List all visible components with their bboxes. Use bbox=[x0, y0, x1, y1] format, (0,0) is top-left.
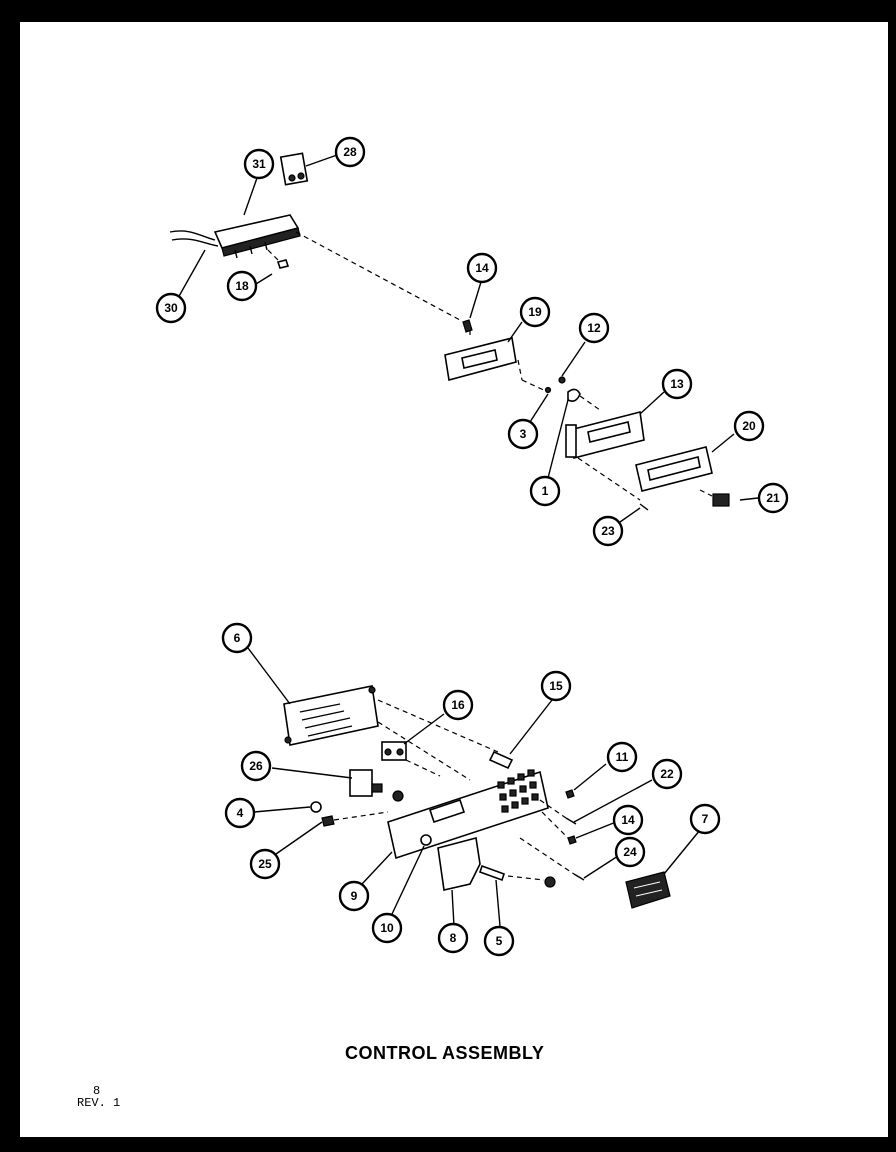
svg-text:26: 26 bbox=[249, 759, 263, 773]
callout-12: 12 bbox=[578, 312, 610, 344]
bracket-part bbox=[444, 337, 517, 382]
nut-part bbox=[392, 790, 404, 802]
circuit-board-part bbox=[283, 685, 379, 746]
svg-text:9: 9 bbox=[351, 889, 358, 903]
callout-18: 18 bbox=[226, 270, 258, 302]
svg-text:24: 24 bbox=[623, 845, 637, 859]
mount-bracket-part bbox=[437, 837, 481, 891]
callout-21: 21 bbox=[757, 482, 789, 514]
leader-lines bbox=[177, 154, 759, 927]
svg-text:30: 30 bbox=[164, 301, 178, 315]
shaft-part bbox=[478, 864, 506, 882]
relay-part bbox=[381, 741, 407, 761]
screw-part bbox=[565, 817, 577, 825]
callout-6: 6 bbox=[221, 622, 253, 654]
svg-text:10: 10 bbox=[380, 921, 394, 935]
svg-text:1: 1 bbox=[542, 484, 549, 498]
svg-text:7: 7 bbox=[702, 812, 709, 826]
callout-14-lower: 14 bbox=[612, 804, 644, 836]
screw-part bbox=[462, 319, 473, 333]
callout-4: 4 bbox=[224, 797, 256, 829]
callout-28: 28 bbox=[334, 136, 366, 168]
svg-text:16: 16 bbox=[451, 698, 465, 712]
nut-part bbox=[544, 876, 556, 888]
screw-part bbox=[639, 503, 649, 511]
terminal-block-part bbox=[169, 214, 301, 259]
svg-text:12: 12 bbox=[587, 321, 601, 335]
callout-20: 20 bbox=[733, 410, 765, 442]
svg-text:15: 15 bbox=[549, 679, 563, 693]
callout-24: 24 bbox=[614, 836, 646, 868]
svg-text:5: 5 bbox=[496, 934, 503, 948]
label-plate-part bbox=[625, 871, 671, 909]
svg-text:21: 21 bbox=[766, 491, 780, 505]
panel-part bbox=[565, 411, 645, 459]
connector-part bbox=[279, 152, 309, 186]
callout-11: 11 bbox=[606, 741, 638, 773]
diagram-title: CONTROL ASSEMBLY bbox=[345, 1043, 545, 1063]
callout-26: 26 bbox=[240, 750, 272, 782]
svg-text:11: 11 bbox=[616, 750, 629, 764]
svg-text:8: 8 bbox=[450, 931, 457, 945]
callout-31: 31 bbox=[243, 148, 275, 180]
svg-text:14: 14 bbox=[475, 261, 489, 275]
screw-part bbox=[567, 835, 577, 845]
washer-part bbox=[310, 801, 322, 813]
svg-text:3: 3 bbox=[520, 427, 527, 441]
page-number: 8 bbox=[93, 1084, 101, 1098]
svg-text:28: 28 bbox=[343, 145, 357, 159]
revision-label: REV. 1 bbox=[77, 1096, 121, 1110]
callout-13: 13 bbox=[661, 368, 693, 400]
callout-1: 1 bbox=[529, 475, 561, 507]
switch-part bbox=[349, 769, 383, 797]
callout-16: 16 bbox=[442, 689, 474, 721]
button-part bbox=[712, 493, 730, 507]
sensor-part bbox=[488, 750, 514, 770]
display-panel-part bbox=[635, 446, 713, 492]
callout-3: 3 bbox=[507, 418, 539, 450]
svg-text:18: 18 bbox=[235, 279, 249, 293]
callout-5: 5 bbox=[483, 925, 515, 957]
screw-part bbox=[573, 873, 585, 881]
svg-text:14: 14 bbox=[621, 813, 635, 827]
svg-text:4: 4 bbox=[237, 806, 244, 820]
callout-7: 7 bbox=[689, 803, 721, 835]
svg-text:20: 20 bbox=[742, 419, 756, 433]
callout-23: 23 bbox=[592, 515, 624, 547]
grommet-part bbox=[420, 834, 432, 846]
revision-block: 8 REV. 1 bbox=[77, 1085, 120, 1109]
svg-text:19: 19 bbox=[528, 305, 542, 319]
svg-text:13: 13 bbox=[670, 377, 684, 391]
callout-8: 8 bbox=[437, 922, 469, 954]
svg-text:22: 22 bbox=[660, 767, 674, 781]
callout-30: 30 bbox=[155, 292, 187, 324]
svg-text:6: 6 bbox=[234, 631, 241, 645]
callout-19: 19 bbox=[519, 296, 551, 328]
callout-22: 22 bbox=[651, 758, 683, 790]
washer-part bbox=[558, 376, 566, 384]
callout-14-upper: 14 bbox=[466, 252, 498, 284]
screw-part bbox=[565, 789, 575, 799]
svg-text:31: 31 bbox=[252, 157, 266, 171]
callout-15: 15 bbox=[540, 670, 572, 702]
nut-part bbox=[544, 386, 552, 394]
callout-25: 25 bbox=[249, 848, 281, 880]
clip-part bbox=[276, 259, 290, 269]
knob-part bbox=[567, 388, 581, 402]
svg-text:23: 23 bbox=[601, 524, 615, 538]
callout-9: 9 bbox=[338, 880, 370, 912]
callout-10: 10 bbox=[371, 912, 403, 944]
svg-text:25: 25 bbox=[258, 857, 272, 871]
spring-part bbox=[321, 815, 335, 827]
